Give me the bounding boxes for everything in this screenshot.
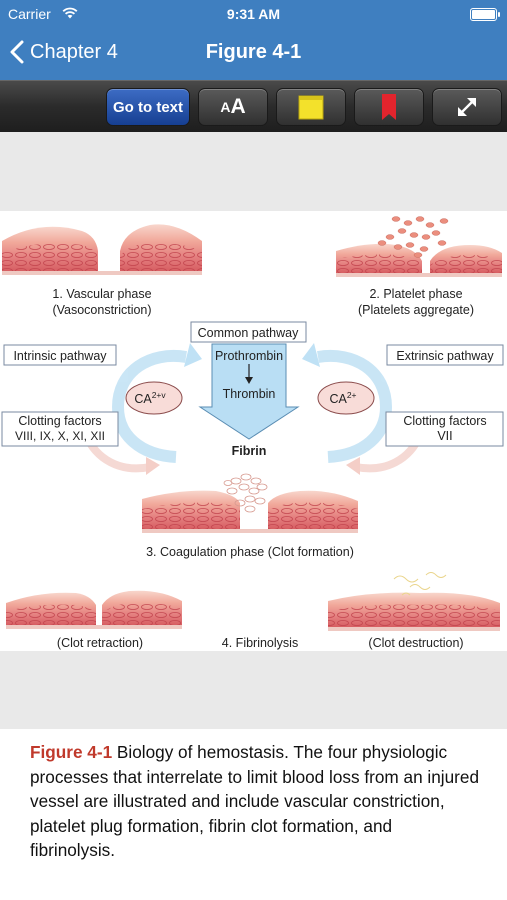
figure-illustration[interactable]: 1. Vascular phase (Vasoconstriction) 2. …	[0, 211, 507, 651]
figure-top-margin	[0, 132, 507, 211]
bookmark-icon	[382, 94, 396, 120]
clotting-factors-left-line1: Clotting factors	[18, 414, 101, 428]
font-size-small-icon: A	[220, 99, 231, 115]
clot-retraction-label: (Clot retraction)	[57, 636, 143, 650]
calcium-left-oval	[125, 381, 183, 415]
phase1-label: 1. Vascular phase	[52, 287, 151, 301]
intrinsic-pathway-box	[3, 344, 117, 366]
clotting-factors-right-box	[385, 411, 504, 447]
flow-arrows	[82, 343, 424, 475]
clotting-factors-right-line2: VII	[437, 429, 452, 443]
carrier-label: Carrier	[8, 6, 51, 22]
go-to-text-button[interactable]: Go to text	[106, 88, 190, 126]
vessel-vasoconstriction-illustration	[2, 224, 202, 275]
figure-caption-label: Figure 4-1	[30, 742, 113, 762]
extrinsic-pathway-label: Extrinsic pathway	[396, 349, 494, 363]
calcium-left-label: CA2+v	[134, 390, 166, 406]
common-pathway-box	[190, 321, 307, 343]
font-size-button[interactable]: A A	[198, 88, 268, 126]
figure-caption-text: Biology of hemostasis. The four physiolo…	[30, 742, 479, 861]
vessel-clot-retraction-illustration	[6, 590, 182, 629]
go-to-text-label: Go to text	[113, 98, 183, 116]
thrombin-label: Thrombin	[223, 387, 276, 401]
clotting-factors-left-line2: VIII, IX, X, XI, XII	[15, 429, 105, 443]
expand-arrows-icon	[458, 98, 476, 116]
figure-caption: Figure 4-1 Biology of hemostasis. The fo…	[30, 740, 480, 863]
phase2-sublabel: (Platelets aggregate)	[358, 303, 474, 317]
wifi-icon	[62, 6, 78, 24]
back-label: Chapter 4	[30, 40, 118, 63]
phase1-sublabel: (Vasoconstriction)	[52, 303, 151, 317]
expand-button[interactable]	[432, 88, 502, 126]
fibrin-label: Fibrin	[232, 444, 267, 458]
toolbar: Go to text A A	[0, 80, 507, 132]
chevron-left-icon	[10, 40, 24, 64]
common-pathway-label: Common pathway	[198, 326, 299, 340]
status-bar: Carrier 9:31 AM	[0, 0, 507, 28]
extrinsic-pathway-box	[386, 344, 504, 366]
common-pathway-arrow	[198, 343, 300, 440]
clotting-factors-left-box	[1, 411, 119, 447]
clotting-factors-right-line1: Clotting factors	[403, 414, 486, 428]
bookmark-button[interactable]	[354, 88, 424, 126]
vessel-clot-destruction-illustration	[328, 572, 500, 631]
calcium-right-label: CA2+	[329, 390, 356, 406]
intrinsic-pathway-label: Intrinsic pathway	[13, 349, 107, 363]
font-size-large-icon: A	[230, 95, 246, 118]
phase3-label: 3. Coagulation phase (Clot formation)	[146, 545, 354, 559]
status-time: 9:31 AM	[226, 6, 281, 22]
clot-destruction-label: (Clot destruction)	[368, 636, 463, 650]
vessel-platelet-illustration	[336, 216, 502, 277]
back-button[interactable]: Chapter 4	[10, 36, 118, 68]
figure-bottom-margin	[0, 651, 507, 729]
vessel-clot-formation-illustration	[142, 473, 358, 533]
navigation-bar: Carrier 9:31 AM Chapter 4 Figure 4-1	[0, 0, 507, 80]
sticky-note-icon	[298, 95, 324, 120]
calcium-right-oval	[317, 381, 375, 415]
note-button[interactable]	[276, 88, 346, 126]
phase2-label: 2. Platelet phase	[369, 287, 462, 301]
phase4-label: 4. Fibrinolysis	[222, 636, 298, 650]
battery-icon	[470, 8, 500, 21]
prothrombin-label: Prothrombin	[215, 349, 283, 363]
